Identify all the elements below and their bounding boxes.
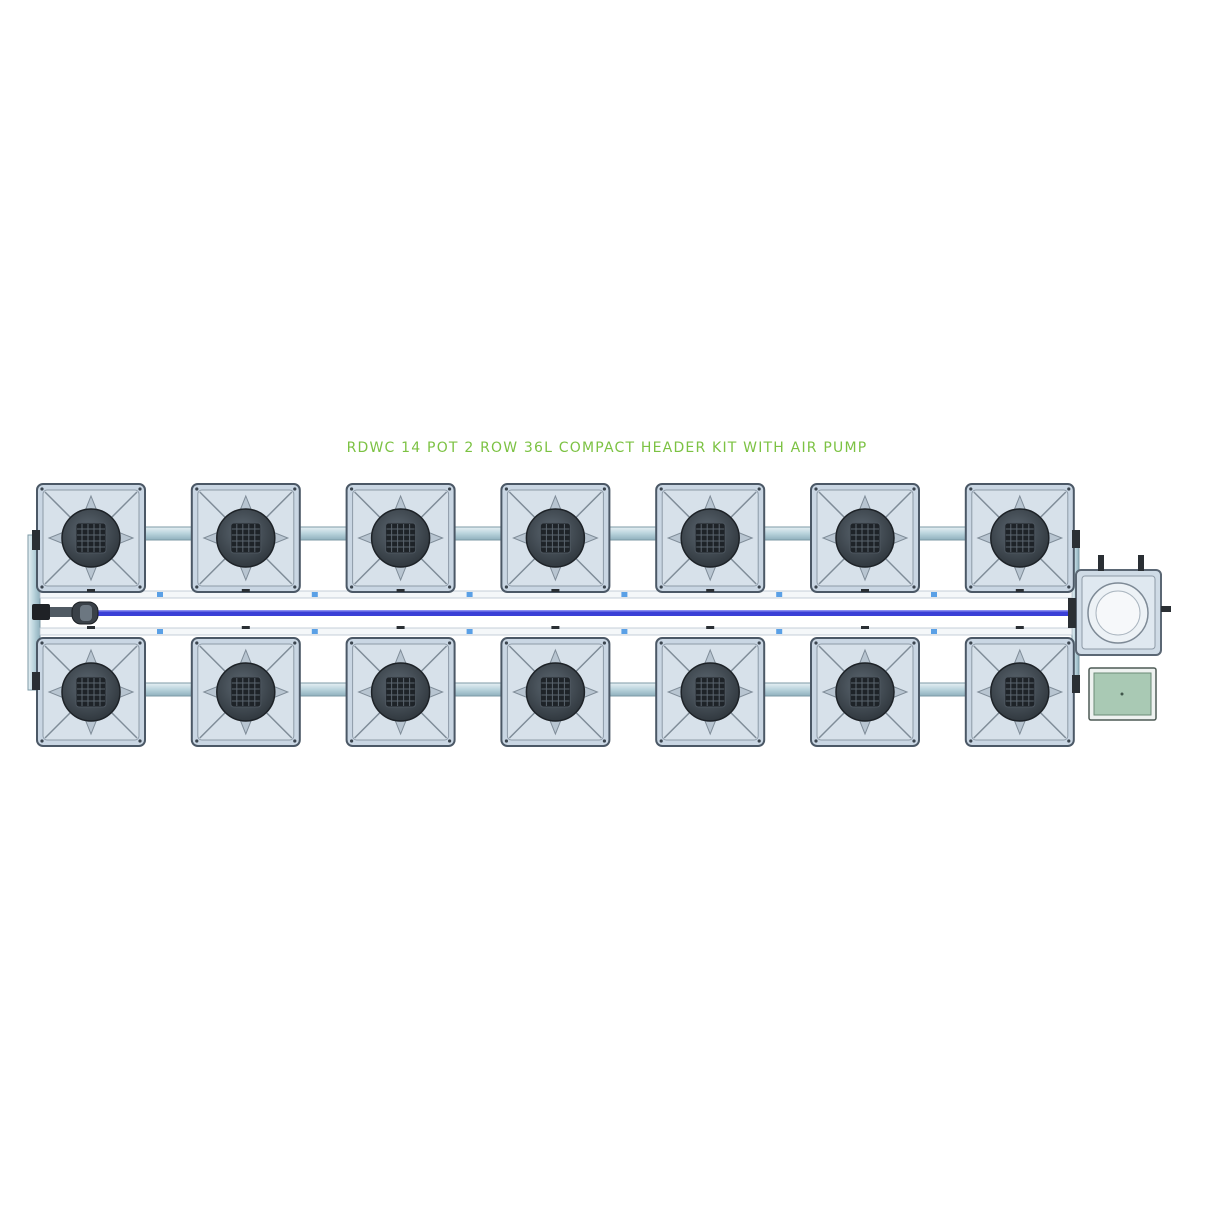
- rail-clip: [241, 626, 250, 629]
- header-tank: [1068, 555, 1171, 656]
- end-cap-bottom-left: [32, 672, 40, 690]
- pot: [345, 637, 456, 747]
- pot: [500, 483, 611, 593]
- rail-clip: [706, 626, 715, 629]
- rail-lower: [39, 627, 1073, 636]
- rail-clip: [87, 626, 95, 629]
- pot: [500, 637, 611, 747]
- pots-layer: [36, 483, 1075, 747]
- rail-clip: [706, 589, 715, 592]
- rail-joint: [311, 629, 318, 634]
- pot: [964, 637, 1075, 747]
- rail-clip: [551, 626, 560, 629]
- air-pump: [1088, 667, 1157, 721]
- pot: [190, 483, 301, 593]
- rail-clip: [241, 589, 250, 592]
- rail-joint: [311, 592, 318, 597]
- rail-joint: [157, 592, 163, 597]
- pot: [36, 637, 146, 747]
- pot: [655, 637, 766, 747]
- rail-clip: [1015, 589, 1024, 592]
- diagram-title: RDWC 14 POT 2 ROW 36L COMPACT HEADER KIT…: [346, 440, 868, 456]
- pot: [655, 483, 766, 593]
- pot: [810, 637, 920, 747]
- drain-valve-assembly: [32, 601, 99, 625]
- pot: [36, 483, 146, 593]
- rail-clip: [861, 589, 869, 592]
- pot: [810, 483, 920, 593]
- rail-clip: [551, 589, 560, 592]
- rail-joint: [776, 592, 783, 597]
- rail-joint: [621, 629, 628, 634]
- air-line: [88, 610, 1078, 616]
- rail-joint: [157, 629, 163, 634]
- rail-clip: [87, 589, 95, 592]
- rail-clip: [861, 626, 869, 629]
- rail-joint: [931, 592, 937, 597]
- rail-joint: [931, 629, 937, 634]
- rail-joint: [621, 592, 628, 597]
- rail-joint: [776, 629, 783, 634]
- rail-joint: [466, 629, 473, 634]
- rail-joint: [466, 592, 473, 597]
- rail-clip: [396, 589, 405, 592]
- air-line-highlight: [88, 610, 1078, 612]
- end-cap-top-left: [32, 530, 40, 550]
- pot: [964, 483, 1075, 593]
- end-cap-bottom-right: [1072, 675, 1080, 693]
- rail-clip: [396, 626, 405, 629]
- pot: [190, 637, 301, 747]
- pot: [345, 483, 456, 593]
- rail-clip: [1015, 626, 1024, 629]
- end-cap-top-right: [1072, 530, 1080, 548]
